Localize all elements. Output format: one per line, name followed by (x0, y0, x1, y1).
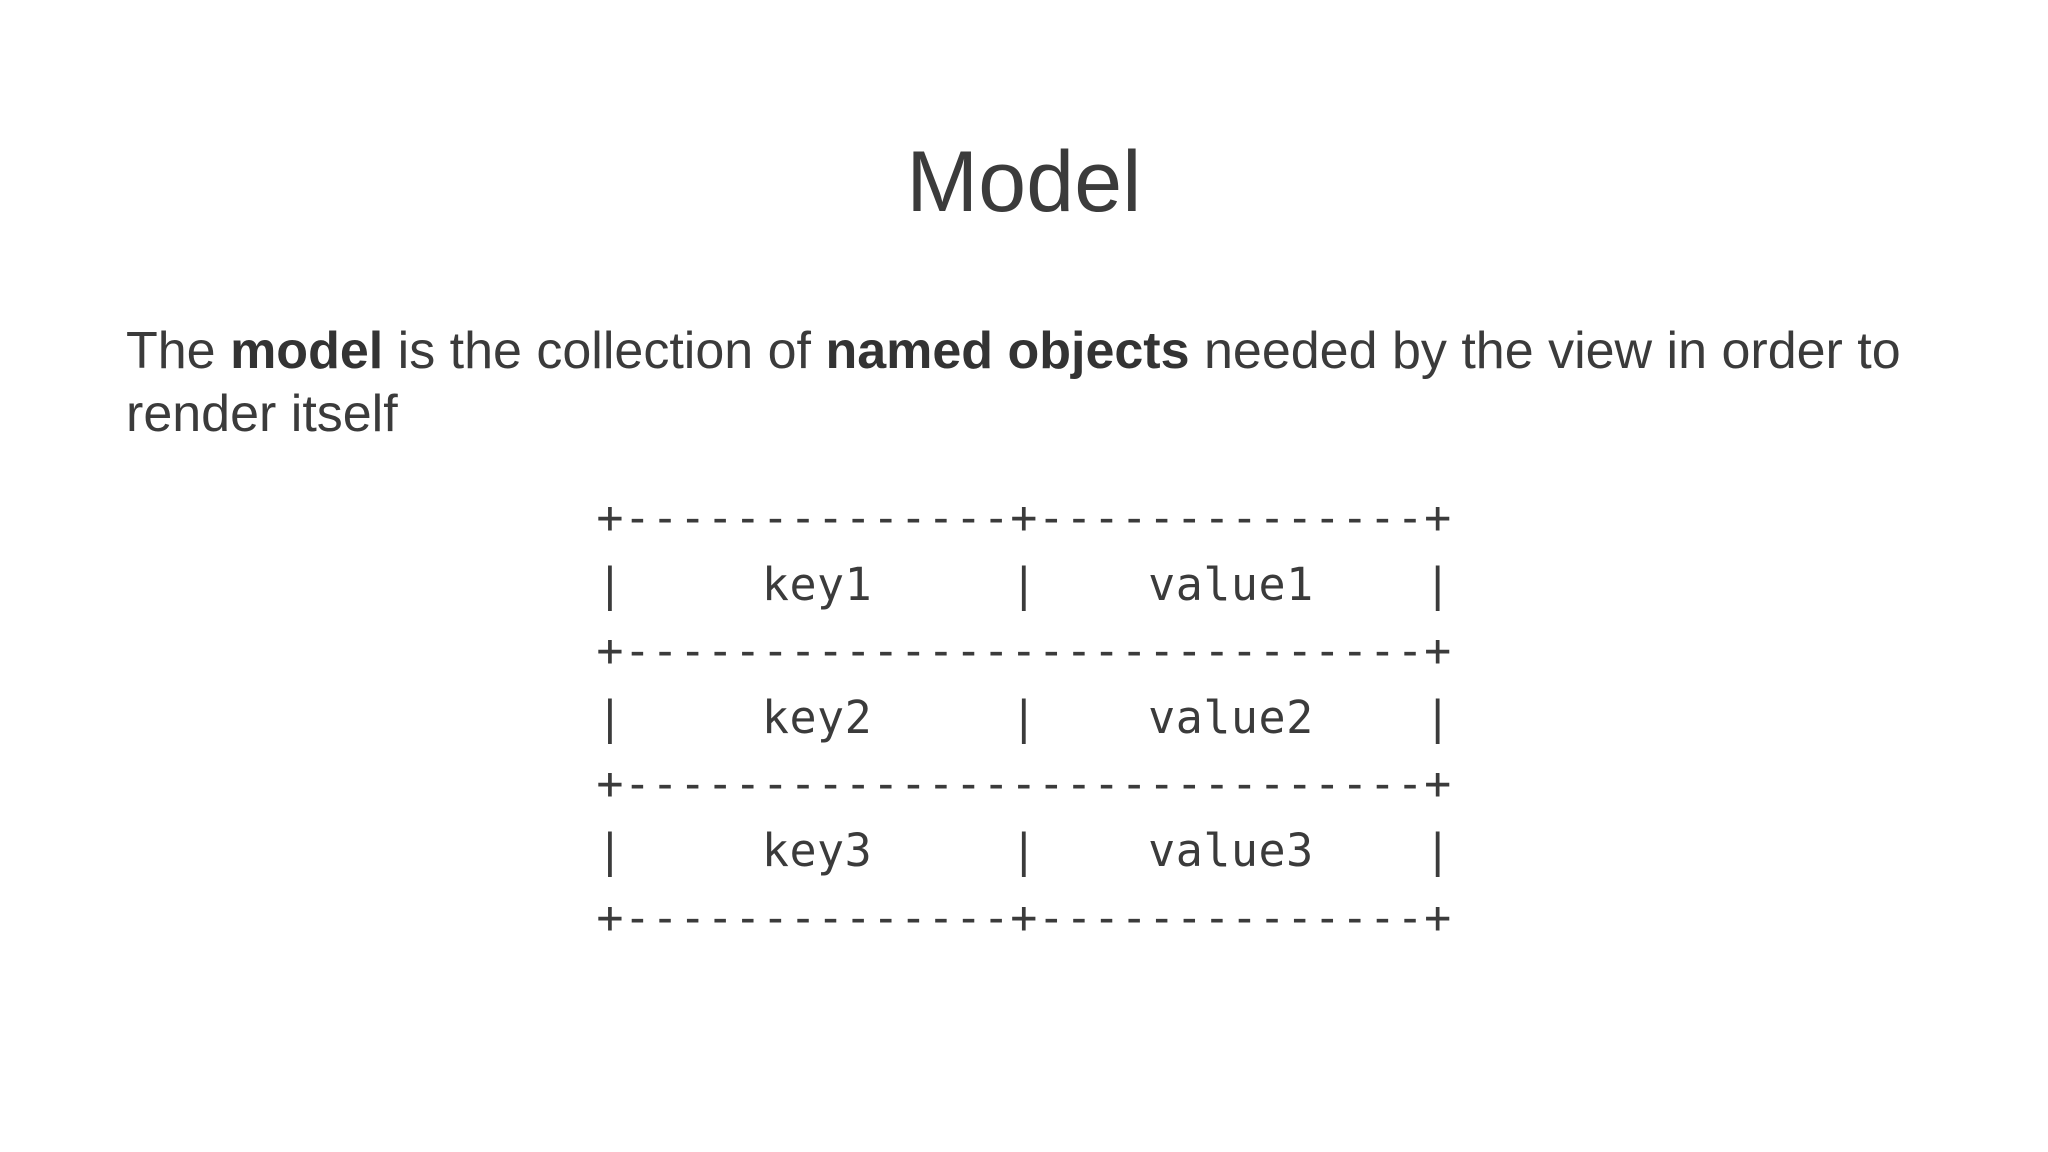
ascii-row-key3: | key3 | value3 | (596, 823, 1452, 877)
ascii-border-bottom: +--------------+--------------+ (596, 890, 1452, 944)
ascii-separator-1: +-----------------------------+ (596, 624, 1452, 678)
body-paragraph: The model is the collection of named obj… (126, 320, 1926, 447)
body-segment-needed-by-the-view: needed by the view in order to render it… (126, 322, 1901, 444)
ascii-border-top: +--------------+--------------+ (596, 491, 1452, 544)
ascii-row-key2: | key2 | value2 | (596, 690, 1452, 744)
ascii-table-diagram: +--------------+--------------+ | key1 | … (596, 485, 1451, 951)
page-title: Model (906, 133, 1142, 230)
body-segment-is-the-collection-of: is the collection of (383, 322, 826, 380)
body-segment-named-objects-bold: named objects (825, 322, 1190, 380)
body-segment-the: The (126, 322, 231, 380)
ascii-table-container: +--------------+--------------+ | key1 | … (0, 485, 2048, 951)
ascii-row-key1: | key1 | value1 | (596, 557, 1452, 611)
body-segment-model-bold: model (230, 322, 384, 380)
ascii-separator-2: +-----------------------------+ (596, 757, 1452, 811)
